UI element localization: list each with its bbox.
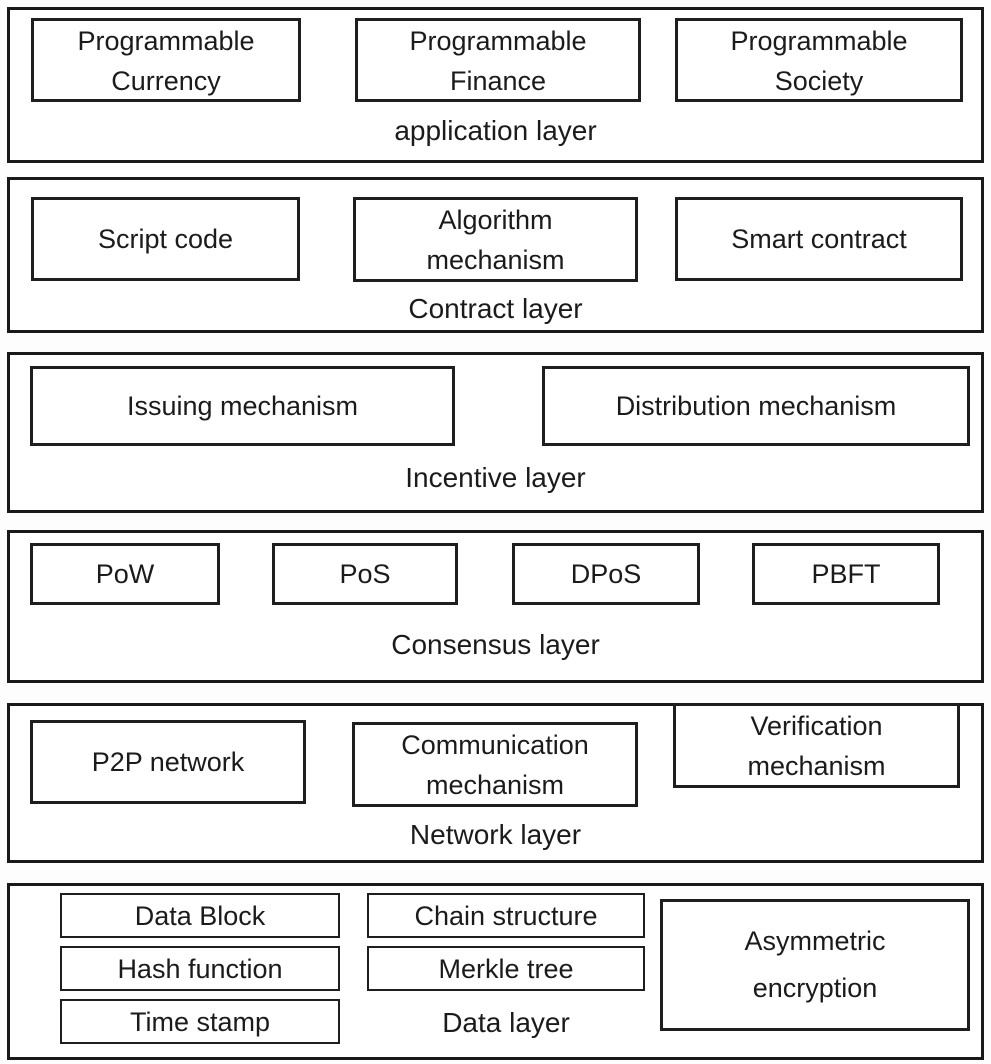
layer-contract: Script code Algorithm mechanism Smart co… (7, 177, 984, 333)
box-verification-mechanism: Verification mechanism (673, 703, 960, 788)
box-distribution-mechanism: Distribution mechanism (542, 366, 970, 446)
layer-application: Programmable Currency Programmable Finan… (7, 7, 984, 163)
box-data-block: Data Block (60, 893, 340, 938)
box-pos: PoS (272, 543, 458, 605)
caption-consensus-layer: Consensus layer (391, 629, 600, 660)
box-pbft: PBFT (752, 543, 940, 605)
box-script-code: Script code (31, 197, 300, 281)
caption-contract-layer: Contract layer (408, 293, 583, 324)
layer-incentive: Issuing mechanism Distribution mechanism… (7, 352, 984, 513)
layer-consensus: PoW PoS DPoS PBFT Consensus layer (7, 530, 984, 683)
box-programmable-society: Programmable Society (675, 18, 963, 102)
box-algorithm-mechanism: Algorithm mechanism (353, 197, 638, 282)
box-chain-structure: Chain structure (367, 893, 645, 938)
box-time-stamp: Time stamp (60, 999, 340, 1044)
box-programmable-finance: Programmable Finance (355, 18, 641, 102)
box-programmable-currency: Programmable Currency (31, 18, 301, 102)
box-pow: PoW (30, 543, 220, 605)
box-dpos: DPoS (512, 543, 700, 605)
box-hash-function: Hash function (60, 946, 340, 991)
box-asymmetric-encryption: Asymmetric encryption (660, 899, 970, 1031)
box-merkle-tree: Merkle tree (367, 946, 645, 991)
box-smart-contract: Smart contract (675, 197, 963, 281)
box-communication-mechanism: Communication mechanism (352, 722, 638, 807)
caption-incentive-layer: Incentive layer (405, 462, 586, 493)
box-issuing-mechanism: Issuing mechanism (30, 366, 455, 446)
box-p2p-network: P2P network (30, 720, 306, 804)
caption-data-layer: Data layer (442, 1007, 570, 1038)
layer-data: Data Block Chain structure Hash function… (7, 883, 984, 1060)
caption-network-layer: Network layer (409, 819, 582, 850)
layer-network: P2P network Communication mechanism Veri… (7, 703, 984, 863)
caption-application-layer: application layer (394, 115, 597, 146)
